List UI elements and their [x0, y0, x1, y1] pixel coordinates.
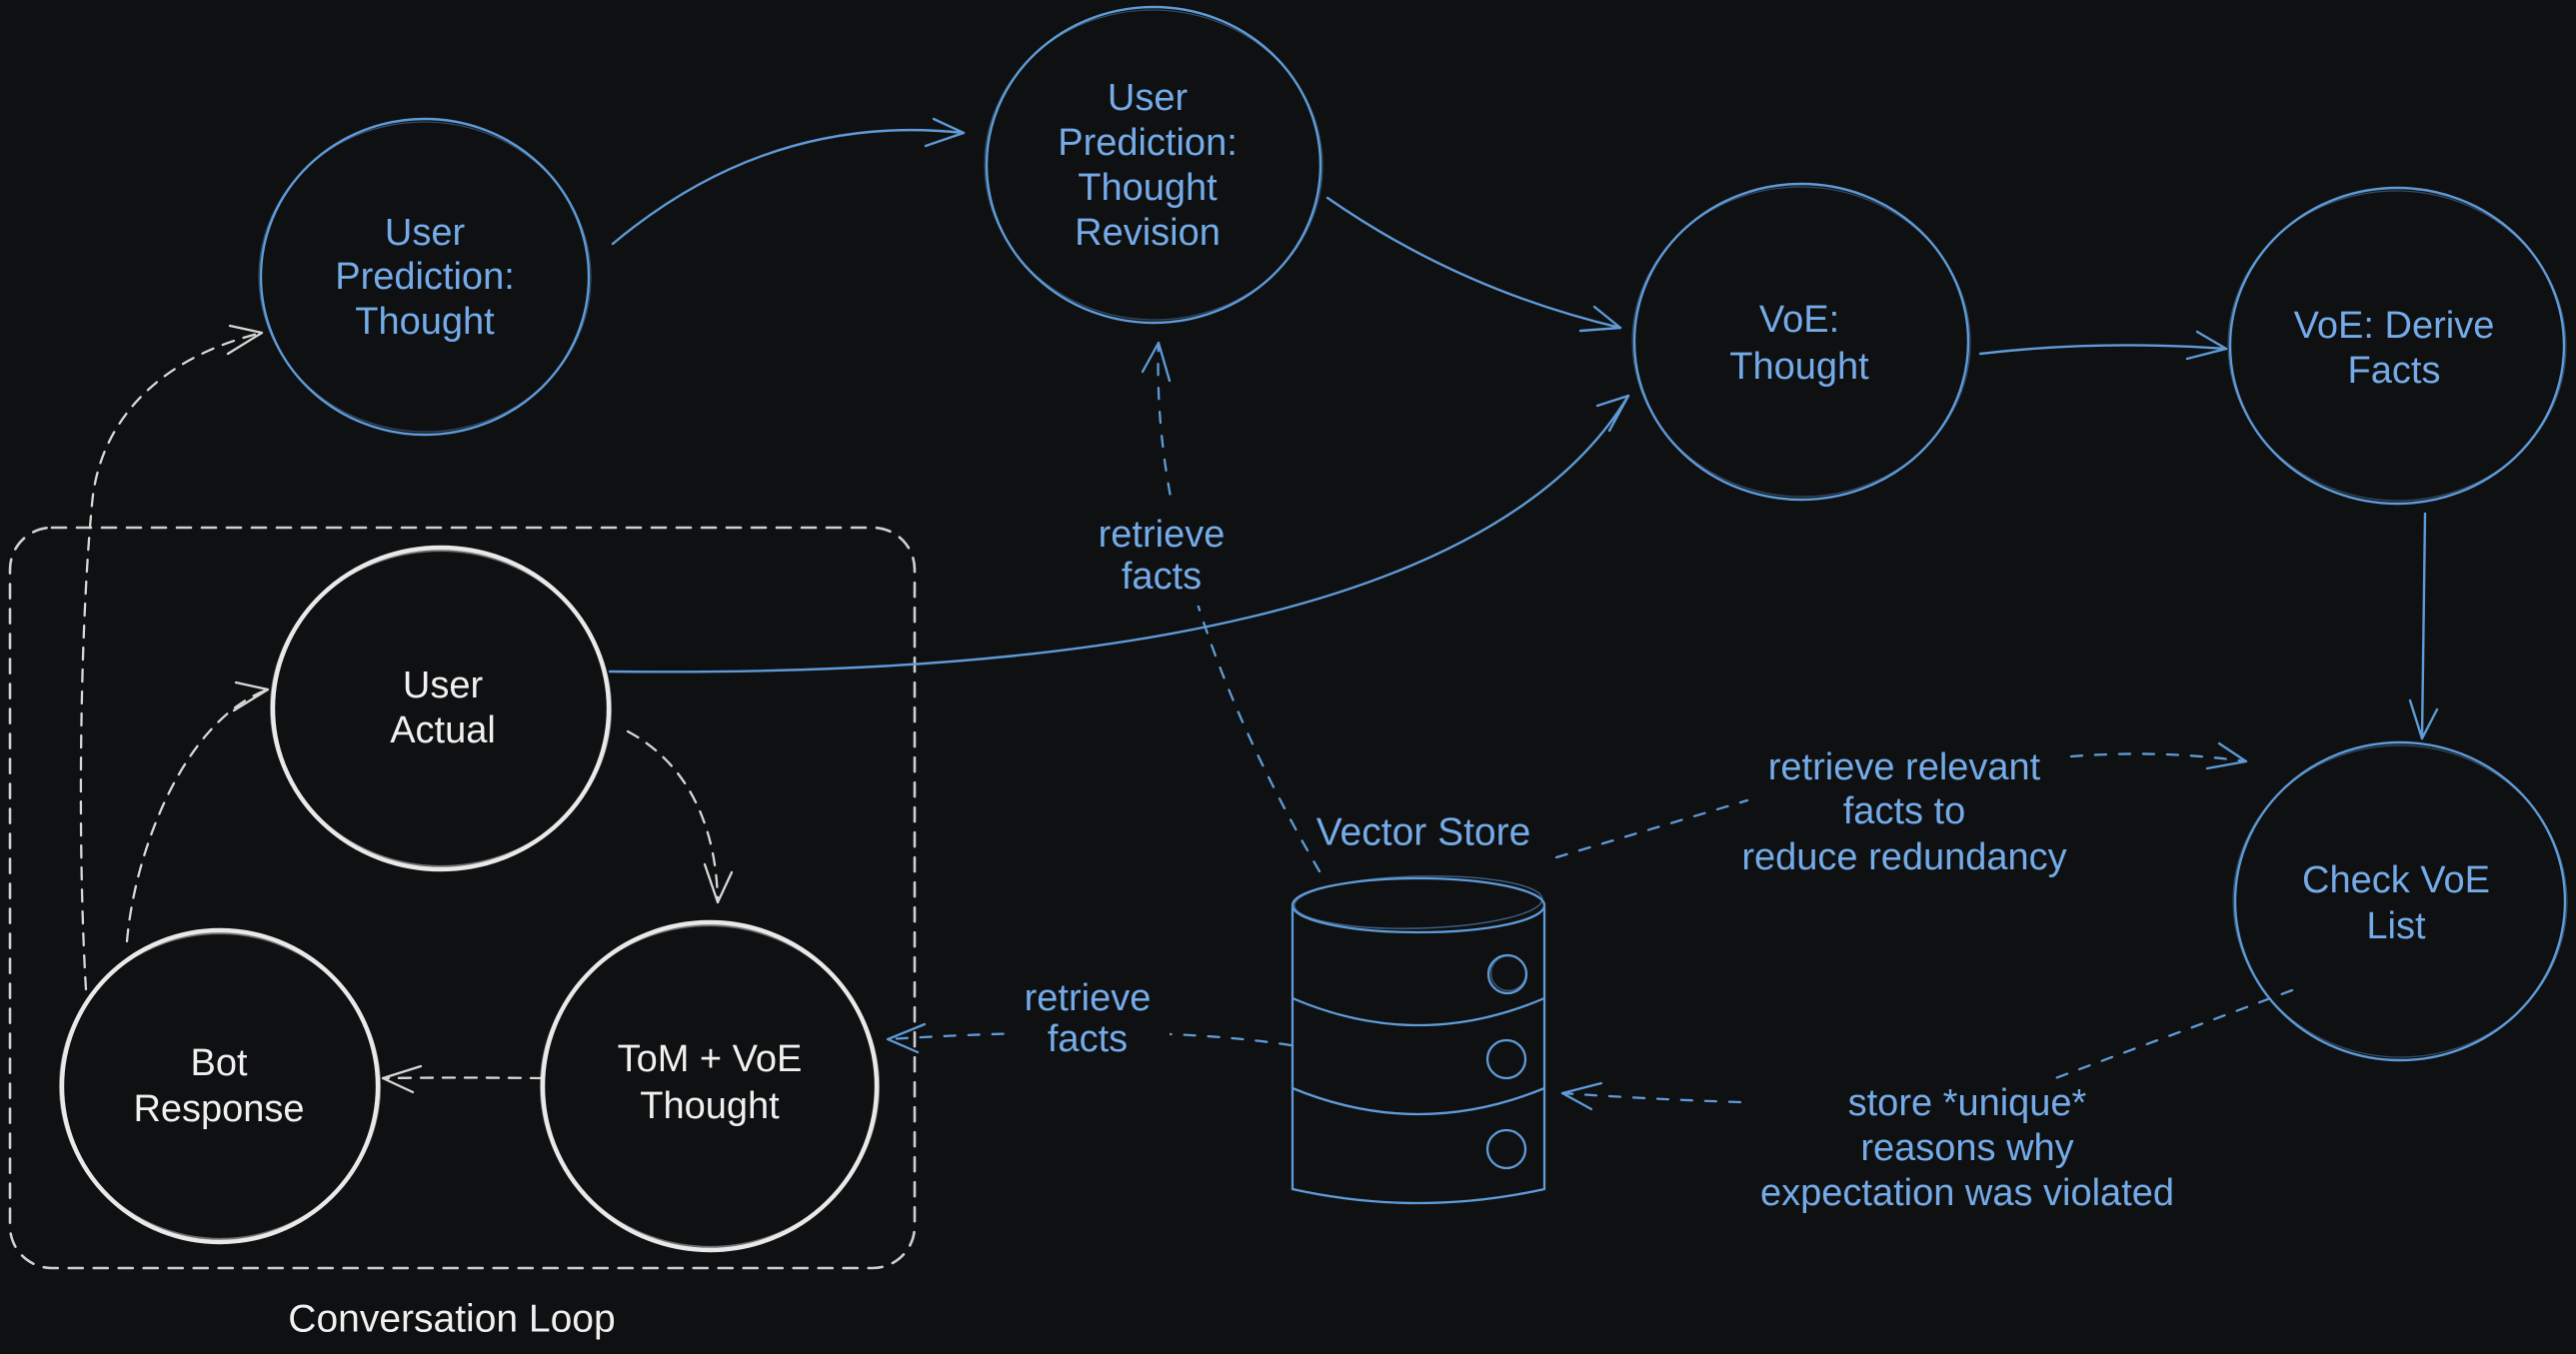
edge-label-retrieve-facts-upper: retrieve facts — [1080, 498, 1250, 606]
node-user-prediction-thought-revision-label-line3: Revision — [1075, 212, 1221, 254]
node-user-prediction-thought-label-line1: Prediction: — [335, 256, 515, 298]
node-bot-response: Bot Response — [58, 927, 382, 1245]
conversation-loop-label: Conversation Loop — [288, 1298, 615, 1341]
node-bot-response-label-line0: Bot — [190, 1042, 247, 1084]
arrow-derive-to-check-head — [2408, 698, 2439, 740]
arrow-vector-store-to-revision — [1141, 341, 1321, 873]
node-user-prediction-thought-label-line2: Thought — [355, 301, 495, 343]
edge-label-retrieve-relevant-line2: reduce redundancy — [1741, 836, 2066, 878]
node-check-voe-list: Check VoE List — [2232, 740, 2568, 1062]
edge-label-retrieve-relevant-line1: facts to — [1843, 790, 1966, 832]
node-check-voe-list-label-line0: Check VoE — [2302, 859, 2490, 901]
node-user-actual-label-line1: Actual — [390, 709, 496, 751]
arrow-user-actual-to-voe-thought-head — [1595, 394, 1630, 433]
node-voe-derive-facts: VoE: Derive Facts — [2227, 186, 2567, 506]
arrow-voe-thought-to-derive-head — [2185, 330, 2228, 361]
edge-label-store-unique-line1: reasons why — [1860, 1127, 2073, 1169]
edge-label-store-unique-line0: store *unique* — [1848, 1082, 2087, 1124]
cylinder-top — [1290, 876, 1546, 934]
node-voe-thought-label-line1: Thought — [1729, 346, 1869, 388]
edge-retrieve-relevant-a — [1554, 798, 1749, 859]
edge-label-retrieve-facts-lower-line0: retrieve — [1025, 977, 1152, 1019]
node-voe-thought: VoE: Thought — [1631, 182, 1971, 502]
arrow-vector-store-to-tom-head — [886, 1022, 927, 1054]
vector-store-label: Vector Store — [1316, 811, 1531, 854]
node-voe-thought-label-line0: VoE: — [1759, 299, 1839, 341]
node-voe-derive-facts-label-line1: Facts — [2348, 350, 2441, 392]
node-voe-derive-facts-label-line0: VoE: Derive — [2294, 305, 2495, 347]
cylinder-body — [1290, 907, 1546, 1205]
node-tom-voe-thought-label-line0: ToM + VoE — [618, 1038, 803, 1080]
edge-label-retrieve-relevant: retrieve relevant facts to reduce redund… — [1741, 746, 2066, 878]
node-user-prediction-thought: User Prediction: Thought — [258, 117, 592, 437]
node-user-prediction-thought-label-line0: User — [385, 212, 466, 254]
cylinder-led-3 — [1485, 1128, 1527, 1170]
node-user-actual-label-line0: User — [403, 665, 484, 706]
arrow-tom-to-bot-response — [381, 1064, 545, 1094]
edge-retrieve-relevant-b — [2069, 741, 2248, 770]
arrow-bot-response-to-user-actual — [125, 680, 270, 943]
edge-label-retrieve-facts-upper-line1: facts — [1122, 556, 1202, 598]
arrow-user-actual-to-tom-head — [703, 862, 734, 904]
arrow-derive-to-check — [2408, 512, 2439, 740]
node-user-actual: User Actual — [269, 545, 613, 872]
edge-store-unique-b-head — [1560, 1081, 1603, 1111]
node-user-prediction-thought-revision: User Prediction: Thought Revision — [984, 5, 1323, 325]
edge-label-store-unique: store *unique* reasons why expectation w… — [1760, 1082, 2174, 1214]
node-tom-voe-thought-label-line1: Thought — [640, 1085, 780, 1127]
arrow-user-actual-to-tom — [626, 729, 734, 904]
edge-label-retrieve-facts-lower-line1: facts — [1048, 1018, 1128, 1060]
arrow-thought-to-revision-head — [924, 117, 966, 148]
node-check-voe-list-label-line1: List — [2366, 905, 2426, 947]
edge-retrieve-relevant-b-head — [2205, 741, 2248, 770]
arrow-bot-response-to-prediction — [79, 324, 264, 991]
arrow-vector-store-to-revision-head — [1141, 341, 1172, 383]
node-user-prediction-thought-revision-label-line0: User — [1108, 77, 1189, 119]
arrow-revision-to-voe-thought — [1325, 196, 1622, 333]
node-tom-voe-thought: ToM + VoE Thought — [539, 919, 881, 1253]
node-user-prediction-thought-revision-label-line2: Thought — [1078, 167, 1218, 209]
arrow-user-actual-to-voe-thought — [608, 394, 1630, 674]
edge-store-unique-a — [2045, 988, 2294, 1083]
edge-label-retrieve-facts-upper-line0: retrieve — [1099, 514, 1226, 556]
edge-label-retrieve-relevant-line0: retrieve relevant — [1768, 746, 2041, 788]
arrow-bot-response-to-prediction-head — [226, 324, 264, 356]
edge-store-unique-b — [1560, 1081, 1742, 1111]
cylinder-divider-2 — [1291, 1086, 1545, 1116]
arrow-revision-to-voe-thought-head — [1578, 305, 1622, 333]
arrow-tom-to-bot-response-head — [381, 1064, 423, 1094]
vector-store-cylinder — [1290, 875, 1546, 1205]
arrow-thought-to-revision — [611, 117, 966, 246]
edge-label-store-unique-line2: expectation was violated — [1760, 1172, 2174, 1214]
node-user-prediction-thought-revision-label-line1: Prediction: — [1058, 122, 1238, 164]
node-bot-response-label-line1: Response — [133, 1088, 304, 1130]
edge-label-retrieve-facts-lower: retrieve facts — [1010, 974, 1170, 1064]
conversation-loop-box: Conversation Loop — [8, 526, 917, 1341]
arrow-bot-response-to-user-actual-head — [232, 680, 270, 712]
arrow-voe-thought-to-derive — [1978, 330, 2228, 361]
cylinder-divider-1 — [1291, 996, 1545, 1027]
cylinder-led-2 — [1485, 1038, 1527, 1080]
